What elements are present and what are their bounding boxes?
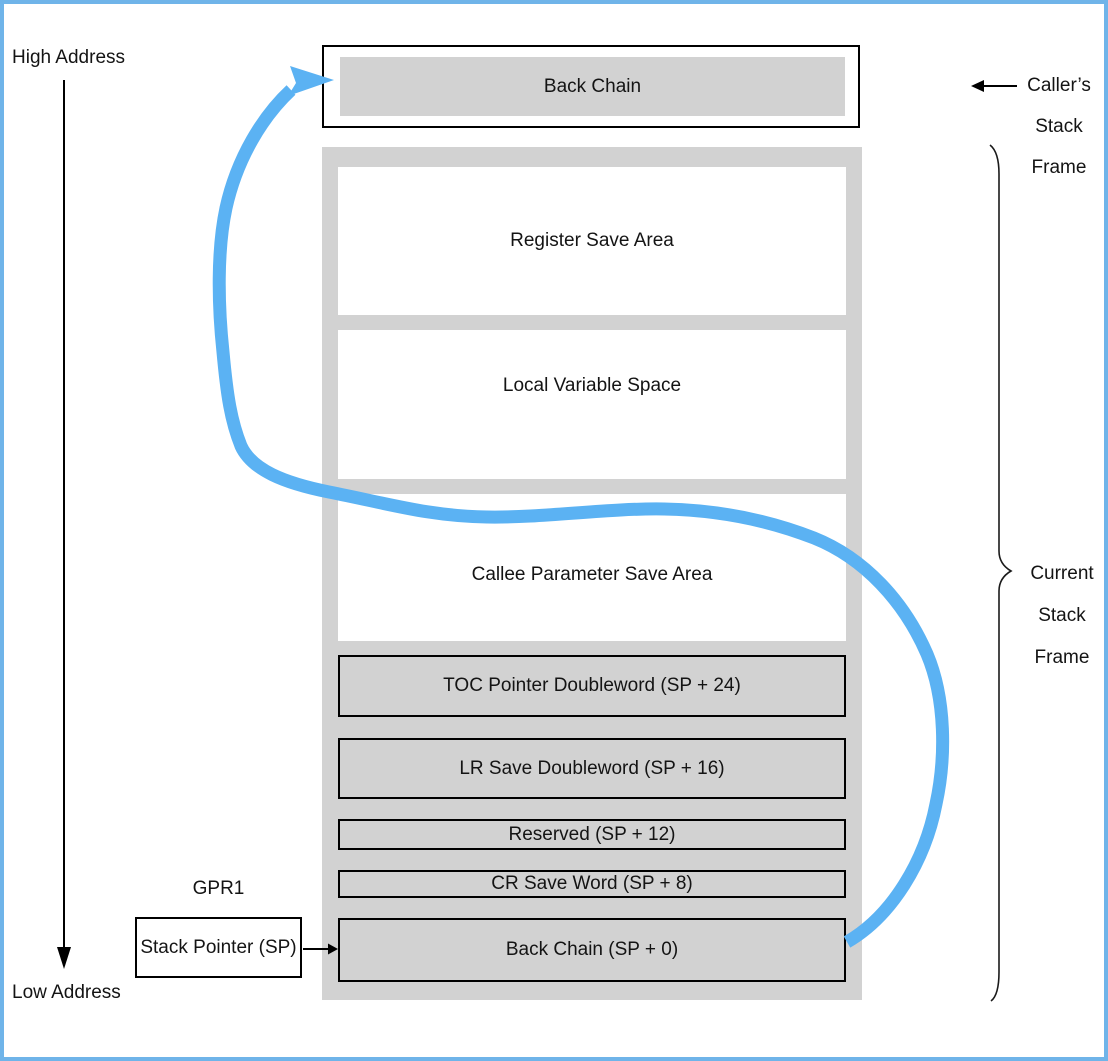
stack-pointer-box: Stack Pointer (SP) [135,917,302,978]
caller-frame-line1: Caller’s [1027,74,1091,96]
caller-back-chain-label: Back Chain [543,75,642,97]
row-lr-save-doubleword: LR Save Doubleword (SP + 16) [338,738,846,799]
caller-frame-line2: Stack [1035,115,1083,137]
row-local-variable-space-label: Local Variable Space [502,374,682,396]
row-local-variable-space: Local Variable Space [338,330,846,479]
row-cr-save-word-label: CR Save Word (SP + 8) [491,873,693,894]
row-register-save-area: Register Save Area [338,167,846,315]
high-address-label: High Address [12,47,126,68]
row-reserved: Reserved (SP + 12) [338,819,846,850]
caller-frame-line3: Frame [1031,156,1087,178]
current-frame-line3: Frame [1034,647,1090,668]
row-reserved-label: Reserved (SP + 12) [508,823,676,845]
caller-stack-frame-box: Back Chain [322,45,860,128]
current-frame-line1: Current [1030,563,1094,584]
left-arrow-icon [971,80,984,92]
row-callee-parameter-save-area-label: Callee Parameter Save Area [471,563,713,585]
current-frame-line2: Stack [1038,605,1086,626]
row-back-chain-sp0: Back Chain (SP + 0) [338,918,846,982]
row-toc-pointer-doubleword: TOC Pointer Doubleword (SP + 24) [338,655,846,717]
row-cr-save-word: CR Save Word (SP + 8) [338,870,846,898]
gpr1-label: GPR1 [192,878,245,899]
caller-back-chain-cell: Back Chain [340,57,845,116]
row-register-save-area-label: Register Save Area [510,230,674,251]
row-callee-parameter-save-area: Callee Parameter Save Area [338,494,846,641]
current-frame-brace [989,144,1013,1002]
current-frame-side-label: Current Stack Frame [1016,542,1108,689]
row-lr-save-doubleword-label: LR Save Doubleword (SP + 16) [459,757,725,779]
low-address-label: Low Address [12,982,121,1003]
down-arrow-icon [57,947,71,969]
row-back-chain-sp0-label: Back Chain (SP + 0) [505,939,679,960]
stack-pointer-label: Stack Pointer (SP) [140,936,297,958]
row-toc-pointer-doubleword-label: TOC Pointer Doubleword (SP + 24) [443,675,741,696]
caller-frame-side-label: Caller’s Stack Frame [1013,55,1105,199]
